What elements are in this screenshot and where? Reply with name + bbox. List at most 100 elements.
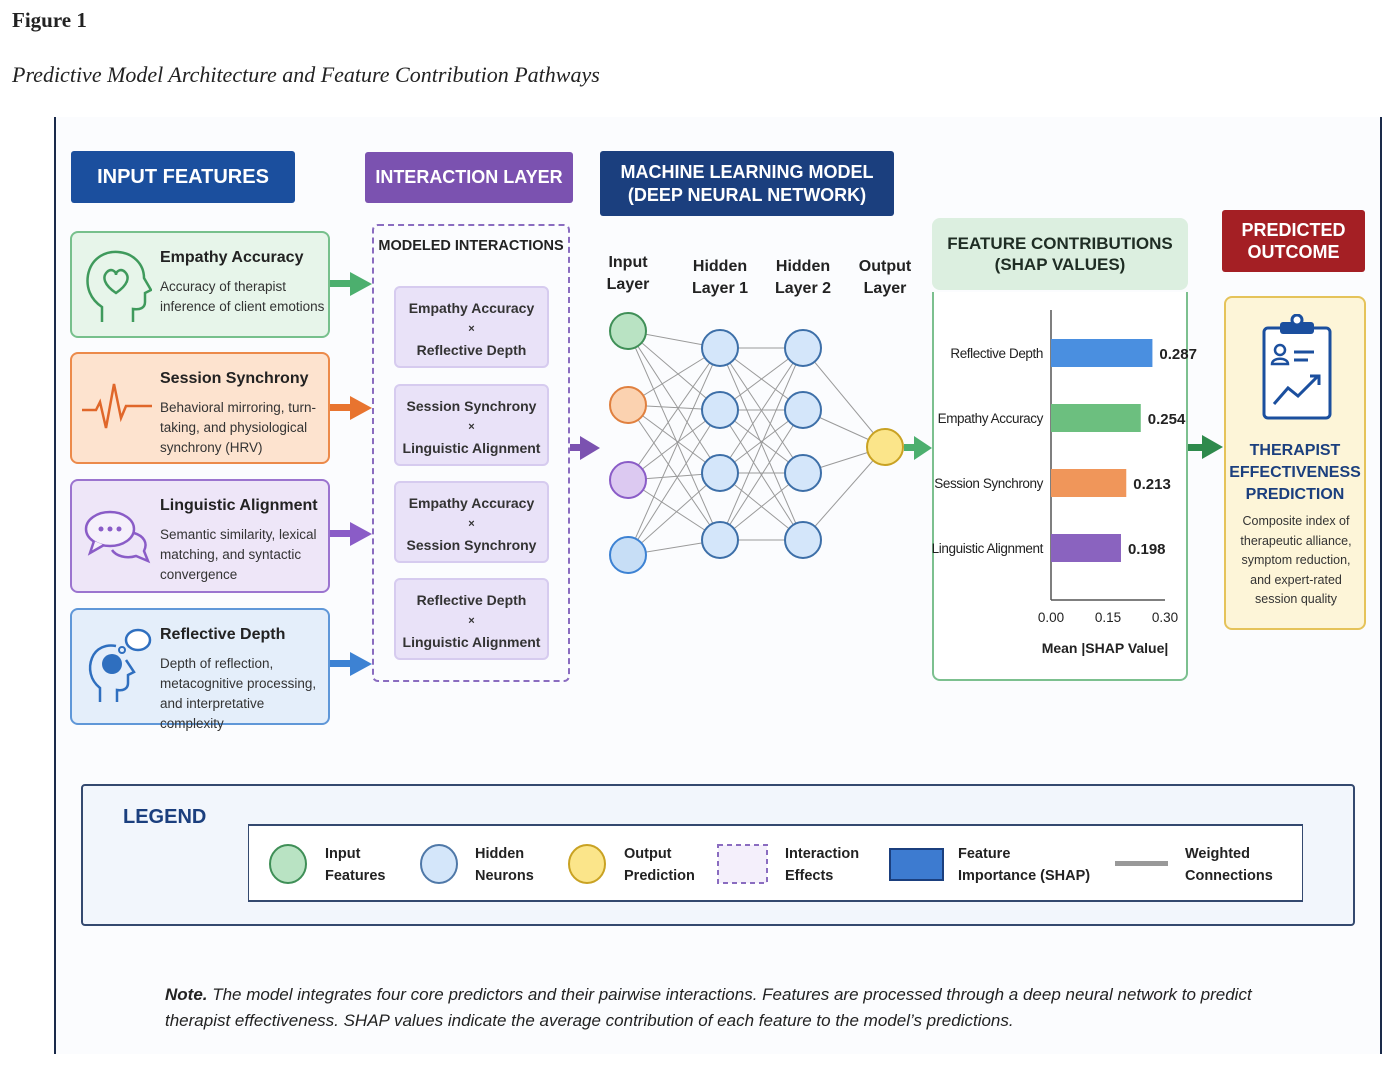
connection-line bbox=[802, 347, 886, 448]
layer-label-line2: Layer 1 bbox=[691, 280, 749, 297]
interaction-a: Empathy Accuracy bbox=[408, 300, 535, 316]
feature-title: Reflective Depth bbox=[160, 626, 286, 643]
legend-label-line1: Input bbox=[325, 846, 361, 862]
feature-linguistic-alignment: Linguistic Alignment Semantic similarity… bbox=[70, 479, 330, 593]
x-axis-label: Mean |SHAP Value| bbox=[1042, 640, 1169, 656]
input-features-header: INPUT FEATURES bbox=[71, 151, 295, 203]
output-node bbox=[866, 428, 904, 466]
x-tick-label: 0.30 bbox=[1152, 610, 1178, 625]
x-tick-label: 0.15 bbox=[1095, 610, 1121, 625]
category-label: Session Synchrony bbox=[934, 476, 1043, 491]
outcome-box: THERAPIST EFFECTIVENESS PREDICTION Compo… bbox=[1224, 296, 1366, 630]
connection-line bbox=[627, 330, 721, 411]
outcome-title-line2: EFFECTIVENESS bbox=[1229, 464, 1361, 481]
feature-session-synchrony: Session Synchrony Behavioral mirroring, … bbox=[70, 352, 330, 464]
layer-label-line1: Input bbox=[608, 254, 648, 271]
value-label: 0.287 bbox=[1159, 346, 1197, 363]
legend-label-line2: Effects bbox=[785, 868, 834, 884]
x-tick-label: 0.00 bbox=[1038, 610, 1064, 625]
bar bbox=[1051, 404, 1141, 432]
input-node bbox=[609, 461, 647, 499]
legend-label-line1: Feature bbox=[958, 846, 1011, 862]
outcome-title: THERAPIST EFFECTIVENESS PREDICTION bbox=[1226, 440, 1364, 506]
bar bbox=[1051, 469, 1127, 497]
layer-label-line1: Output bbox=[858, 258, 912, 275]
legend-title: LEGEND bbox=[123, 806, 207, 828]
layer-label-line2: Layer bbox=[606, 276, 650, 293]
chat-bubbles-icon bbox=[84, 510, 151, 564]
connection-line bbox=[627, 347, 721, 556]
interaction-box: Empathy Accuracy×Session Synchrony bbox=[394, 481, 549, 563]
legend-shap-swatch bbox=[889, 848, 944, 881]
connection-line bbox=[627, 409, 721, 556]
legend-label-line1: Output bbox=[624, 846, 672, 862]
feature-title: Empathy Accuracy bbox=[160, 249, 304, 266]
legend-hidden-swatch bbox=[420, 844, 458, 884]
feature-desc: Behavioral mirroring, turn-taking, and p… bbox=[160, 400, 317, 455]
figure-label: Figure 1 bbox=[12, 8, 87, 32]
interaction-layer-header: INTERACTION LAYER bbox=[365, 152, 573, 203]
layer-label-line1: Hidden bbox=[692, 258, 748, 275]
connection-line bbox=[627, 330, 721, 474]
hidden1-node bbox=[701, 454, 739, 492]
interaction-container bbox=[372, 224, 570, 682]
connection-line bbox=[719, 347, 804, 474]
interaction-box: Empathy Accuracy × Reflective Depth bbox=[394, 286, 549, 368]
hidden1-node bbox=[701, 391, 739, 429]
figure-title: Predictive Model Architecture and Featur… bbox=[12, 62, 600, 87]
feature-empathy-accuracy: Empathy Accuracy Accuracy of therapist i… bbox=[70, 231, 330, 338]
shap-header: FEATURE CONTRIBUTIONS (SHAP VALUES) bbox=[932, 218, 1188, 290]
category-label: Linguistic Alignment bbox=[932, 541, 1044, 556]
interaction-box: Session Synchrony×Linguistic Alignment bbox=[394, 384, 549, 466]
value-label: 0.213 bbox=[1133, 476, 1171, 493]
legend-label-line1: Interaction bbox=[785, 846, 860, 862]
value-label: 0.254 bbox=[1148, 411, 1186, 428]
head-heart-icon bbox=[86, 250, 152, 322]
connection-line bbox=[719, 347, 804, 541]
interaction-b: Reflective Depth bbox=[416, 342, 527, 358]
bar bbox=[1051, 339, 1153, 367]
legend-interaction-swatch bbox=[717, 844, 768, 884]
input-node bbox=[609, 312, 647, 350]
feature-title: Session Synchrony bbox=[160, 370, 309, 387]
predicted-outcome-header: PREDICTED OUTCOME bbox=[1222, 210, 1365, 272]
interaction-symbol: × bbox=[468, 323, 475, 335]
interaction-symbol: × bbox=[468, 615, 475, 627]
interaction-symbol: × bbox=[468, 518, 475, 530]
legend-output-swatch bbox=[568, 844, 606, 884]
outcome-title-line1: THERAPIST bbox=[1249, 442, 1341, 459]
feature-desc: Depth of reflection, metacognitive proce… bbox=[160, 656, 317, 731]
bar bbox=[1051, 534, 1121, 562]
legend-label-line2: Features bbox=[325, 868, 386, 884]
legend-label-line2: Importance (SHAP) bbox=[958, 868, 1091, 884]
layer-label-line1: Hidden bbox=[775, 258, 831, 275]
feature-title: Linguistic Alignment bbox=[160, 497, 318, 514]
legend-label-line1: Hidden bbox=[475, 846, 525, 862]
arrow-icon bbox=[330, 522, 372, 546]
hidden2-node bbox=[784, 454, 822, 492]
feature-desc: Accuracy of therapist inference of clien… bbox=[160, 279, 325, 314]
head-thought-icon bbox=[88, 628, 152, 702]
ml-header-line2: (DEEP NEURAL NETWORK) bbox=[627, 184, 867, 205]
interaction-a: Empathy Accuracy bbox=[408, 495, 535, 511]
connection-line bbox=[627, 347, 721, 481]
outcome-desc: Composite index of therapeutic alliance,… bbox=[1240, 514, 1352, 606]
outcome-header-line2: OUTCOME bbox=[1247, 242, 1340, 262]
shap-header-line1: FEATURE CONTRIBUTIONS bbox=[947, 233, 1173, 253]
note-text: The model integrates four core predictor… bbox=[165, 985, 1252, 1030]
interaction-a: Session Synchrony bbox=[406, 398, 537, 414]
input-node bbox=[609, 386, 647, 424]
arrow-icon bbox=[330, 272, 372, 296]
arrow-icon bbox=[570, 436, 600, 460]
note: Note. The model integrates four core pre… bbox=[165, 982, 1255, 1034]
ml-model-header: MACHINE LEARNING MODEL (DEEP NEURAL NETW… bbox=[600, 151, 894, 216]
